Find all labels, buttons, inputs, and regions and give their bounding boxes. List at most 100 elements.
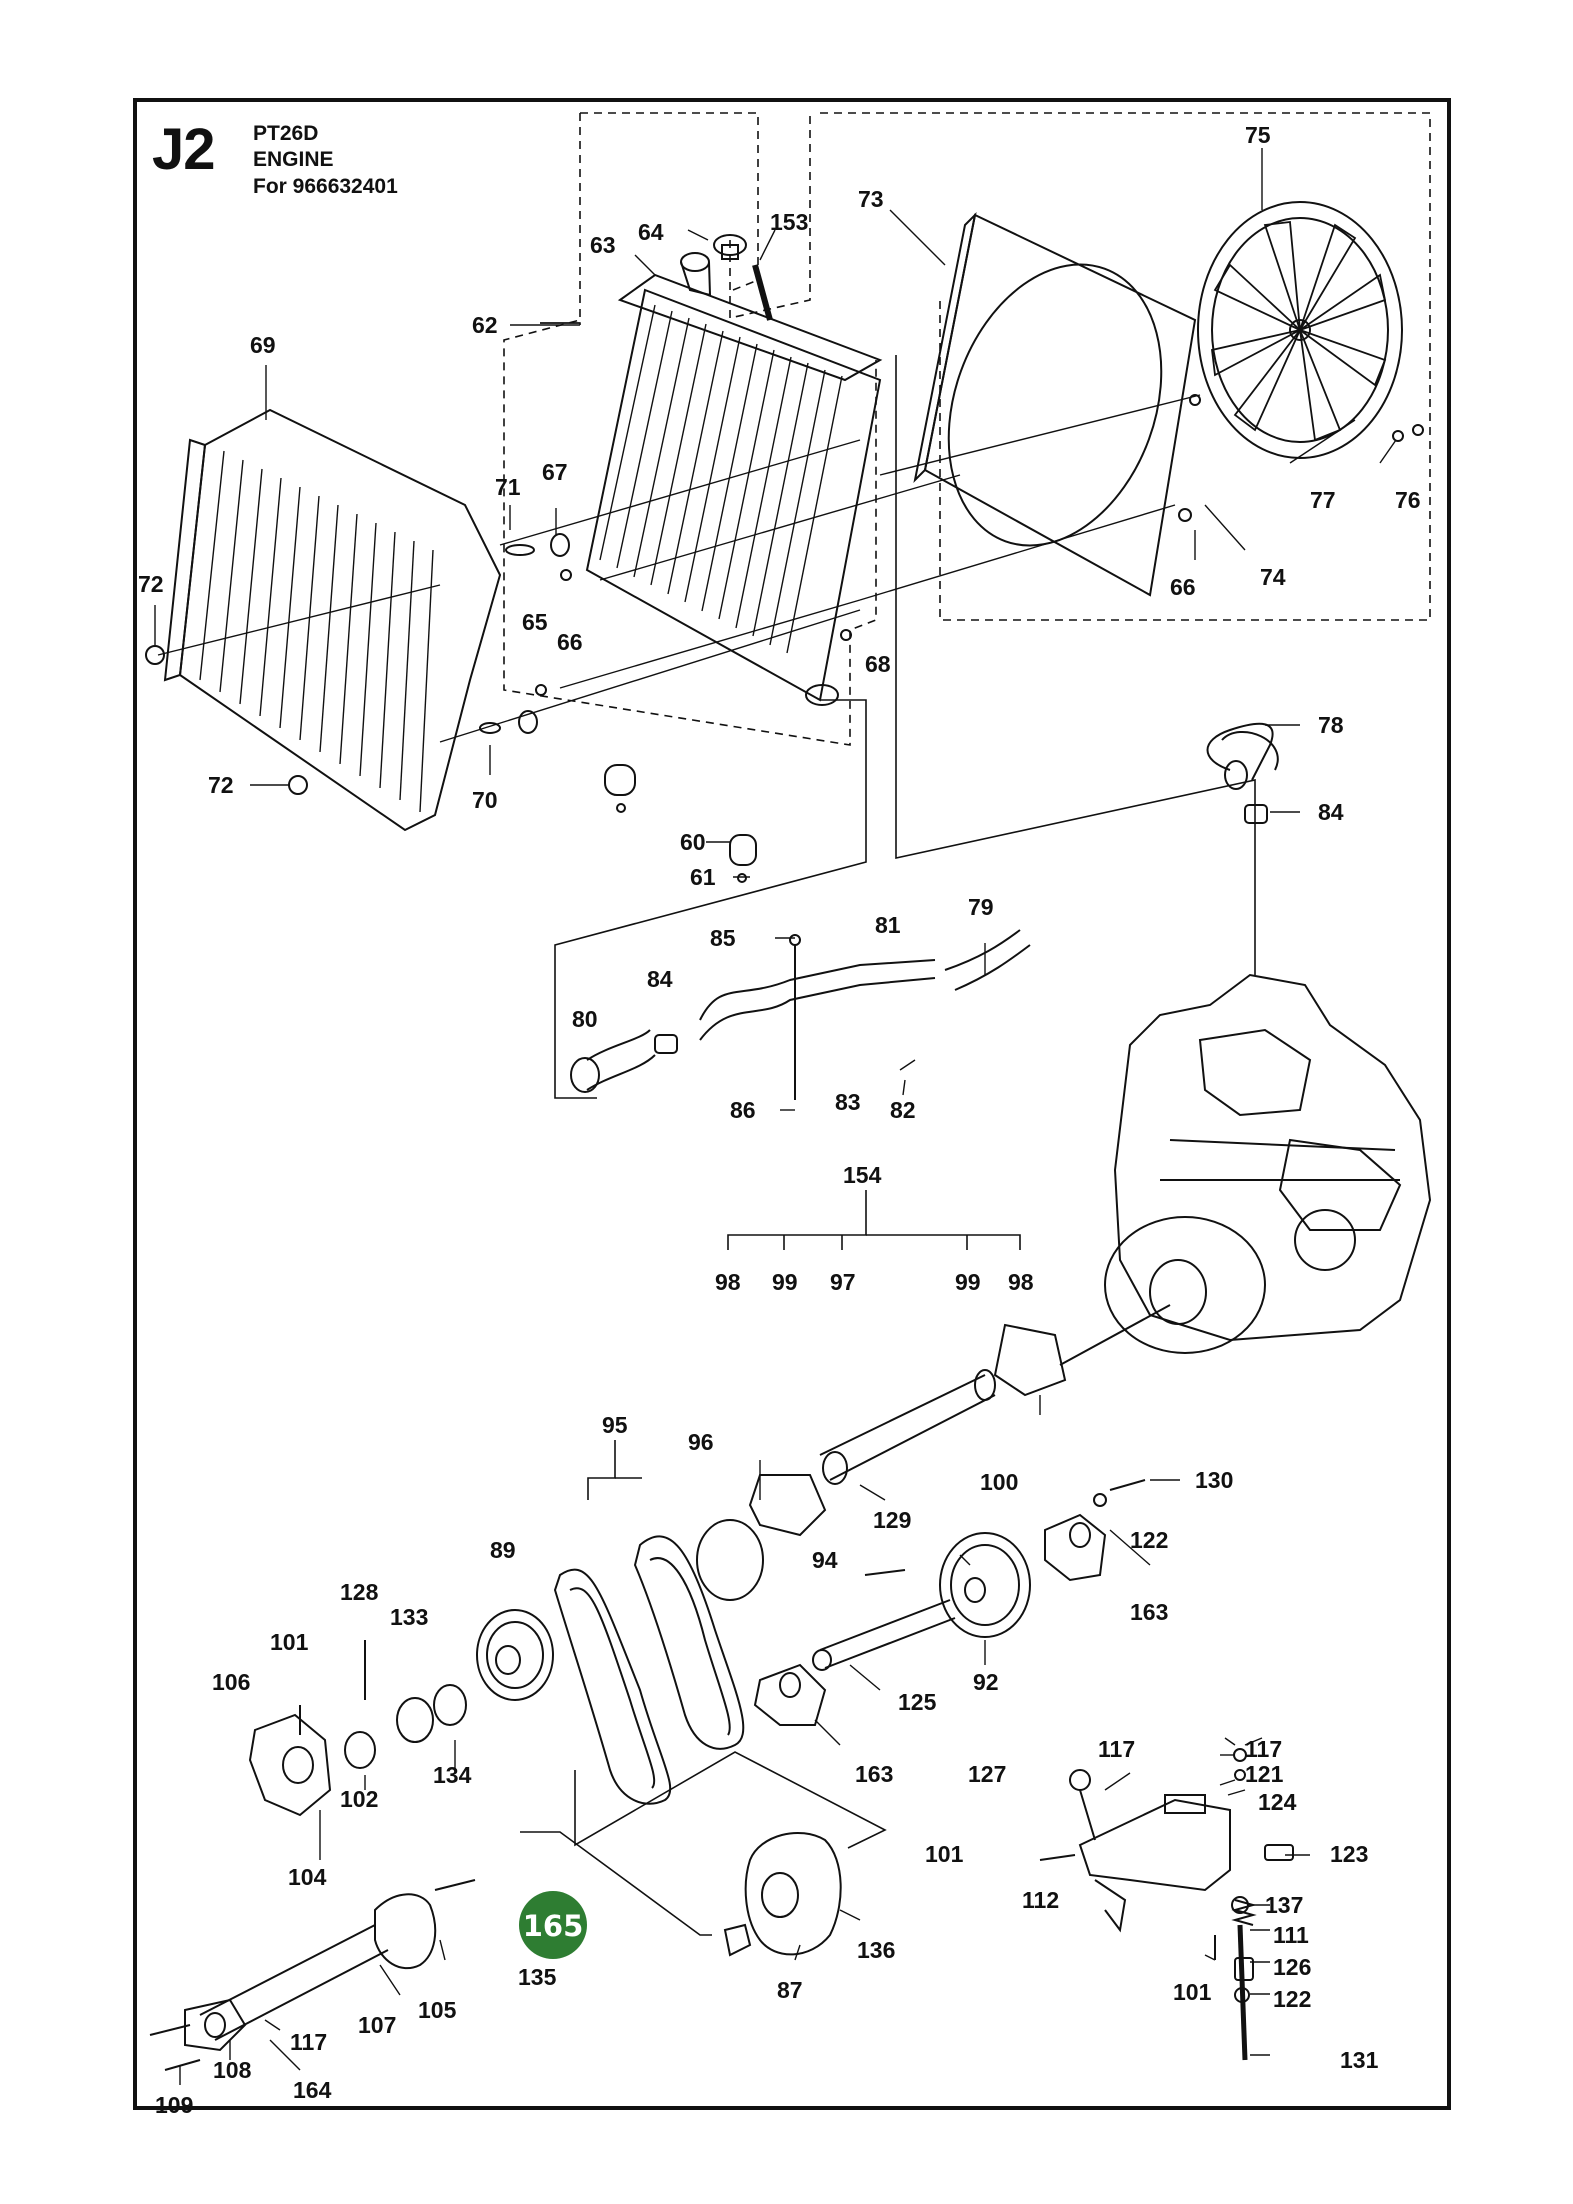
- mount-leaders: [157, 394, 1201, 743]
- callout-112: 112: [1022, 1887, 1059, 1913]
- callout-122-bottom: 122: [1273, 1986, 1311, 2012]
- callout-73: 73: [858, 186, 884, 212]
- callout-69: 69: [250, 332, 276, 358]
- fastener-icons: [145, 394, 1424, 883]
- callout-137: 137: [1265, 1892, 1303, 1918]
- group-brackets: [520, 322, 1256, 1936]
- callout-99-right: 99: [955, 1269, 981, 1295]
- belt-icon: [553, 1535, 745, 1805]
- callout-153: 153: [770, 209, 808, 235]
- callout-109: 109: [155, 2092, 193, 2118]
- callout-67: 67: [542, 459, 568, 485]
- callout-80: 80: [572, 1006, 598, 1032]
- callout-70: 70: [472, 787, 498, 813]
- callout-127: 127: [968, 1761, 1006, 1787]
- callout-61: 61: [690, 864, 716, 890]
- callout-60: 60: [680, 829, 706, 855]
- callout-labels: 75 73 64 153 63 62 69 71 67 72 65 66 68 …: [138, 122, 1421, 2118]
- group-outlines: [503, 112, 1431, 746]
- callout-64: 64: [638, 219, 664, 245]
- callout-101-bottom: 101: [1173, 1979, 1212, 2005]
- fan-icon: [1197, 201, 1403, 459]
- callout-100: 100: [980, 1469, 1018, 1495]
- engine-icon: [1104, 973, 1432, 1354]
- callout-129: 129: [873, 1507, 911, 1533]
- callout-72-bottom: 72: [208, 772, 234, 798]
- callout-94: 94: [812, 1547, 838, 1573]
- callout-124: 124: [1258, 1789, 1297, 1815]
- callout-75: 75: [1245, 122, 1271, 148]
- callout-136: 136: [857, 1937, 895, 1963]
- callout-163-left: 163: [855, 1761, 893, 1787]
- callout-89: 89: [490, 1537, 516, 1563]
- callout-98-right: 98: [1008, 1269, 1034, 1295]
- callout-72-top: 72: [138, 571, 164, 597]
- callout-96: 96: [688, 1429, 714, 1455]
- callout-102: 102: [340, 1786, 378, 1812]
- callout-78: 78: [1318, 712, 1344, 738]
- callout-108: 108: [213, 2057, 252, 2083]
- callout-87: 87: [777, 1977, 803, 2003]
- callout-leaders: [154, 148, 1397, 2085]
- callout-111: 111: [1273, 1922, 1309, 1948]
- diagram-frame: [133, 98, 1451, 2110]
- callout-125: 125: [898, 1689, 937, 1715]
- badge-number: 165: [523, 1909, 584, 1943]
- lower-shaft-icon: [149, 1879, 476, 2071]
- callout-62: 62: [472, 312, 498, 338]
- callout-123: 123: [1330, 1841, 1368, 1867]
- callout-122-top: 122: [1130, 1527, 1168, 1553]
- pulley-icon: [476, 1532, 1031, 1701]
- callout-66-right: 66: [1170, 574, 1196, 600]
- callout-133: 133: [390, 1604, 428, 1630]
- callout-84-top: 84: [1318, 799, 1344, 825]
- callout-84-bottom: 84: [647, 966, 673, 992]
- callout-154: 154: [843, 1162, 882, 1188]
- grille-icon: [163, 408, 502, 832]
- callout-65: 65: [522, 609, 548, 635]
- callout-130: 130: [1195, 1467, 1233, 1493]
- callout-63: 63: [590, 232, 616, 258]
- callout-71: 71: [495, 474, 521, 500]
- callout-131: 131: [1340, 2047, 1379, 2073]
- hub-icons: [248, 1640, 467, 1817]
- callout-83: 83: [835, 1089, 861, 1115]
- coupling-icons: [696, 1304, 1171, 1601]
- model-name: PT26D: [253, 122, 319, 145]
- callout-76: 76: [1395, 487, 1421, 513]
- bearing-icons: [753, 1479, 1146, 1726]
- highlight-badge[interactable]: 165: [519, 1891, 587, 1959]
- callout-99-left: 99: [772, 1269, 798, 1295]
- radiator-icon: [585, 234, 883, 706]
- for-serial: For 966632401: [253, 175, 398, 198]
- callout-134: 134: [433, 1762, 472, 1788]
- callout-95: 95: [602, 1412, 628, 1438]
- callout-105: 105: [418, 1997, 457, 2023]
- callout-121: 121: [1245, 1761, 1284, 1787]
- callout-97: 97: [830, 1269, 856, 1295]
- callout-101-mid: 101: [925, 1841, 964, 1867]
- callout-74: 74: [1260, 564, 1286, 590]
- callout-86: 86: [730, 1097, 756, 1123]
- callout-128: 128: [340, 1579, 379, 1605]
- callout-164: 164: [293, 2077, 332, 2103]
- callout-106: 106: [212, 1669, 250, 1695]
- callout-66-left: 66: [557, 629, 583, 655]
- callout-117-right: 117: [1245, 1736, 1282, 1762]
- hose-icons: [570, 722, 1279, 1100]
- callout-98-left: 98: [715, 1269, 741, 1295]
- bracket-icon: [1039, 1748, 1294, 2061]
- callout-81: 81: [875, 912, 901, 938]
- callout-82: 82: [890, 1097, 916, 1123]
- callout-85: 85: [710, 925, 736, 951]
- clutch-icon: [723, 1831, 842, 1957]
- badge-circle: [519, 1891, 587, 1959]
- callout-104: 104: [288, 1864, 327, 1890]
- callout-135: 135: [518, 1964, 557, 1990]
- callout-92: 92: [973, 1669, 999, 1695]
- callout-68: 68: [865, 651, 891, 677]
- section-code: J2: [152, 117, 216, 182]
- callout-107: 107: [358, 2012, 396, 2038]
